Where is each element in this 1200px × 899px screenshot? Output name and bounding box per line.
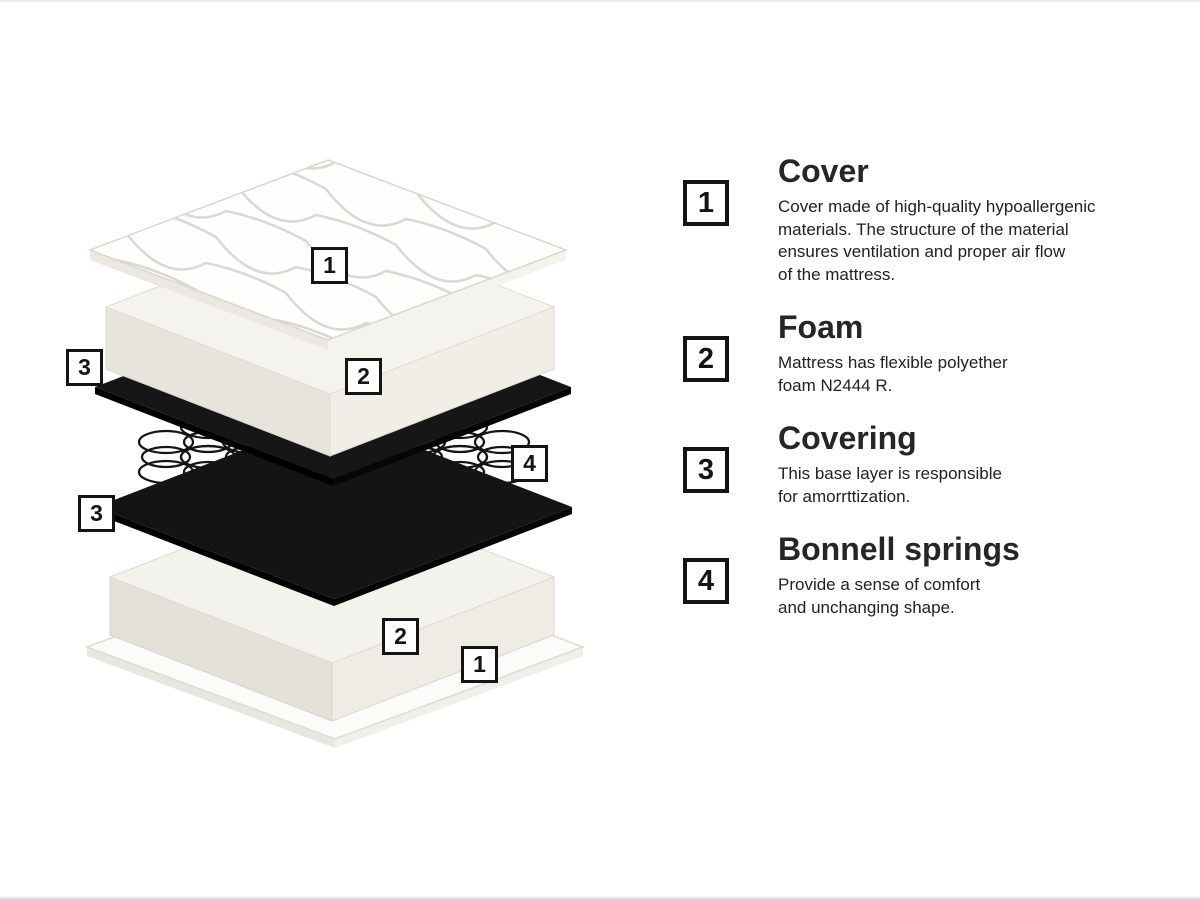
legend: 1 Cover Cover made of high-quality hypoa… (683, 152, 1183, 641)
mattress-illustration (84, 159, 586, 748)
layer-marker-cover-bottom: 1 (461, 646, 498, 683)
legend-title: Covering (778, 420, 917, 456)
legend-title: Foam (778, 309, 864, 345)
legend-description: Provide a sense of comfort and unchangin… (778, 575, 981, 617)
legend-number: 1 (697, 186, 715, 219)
legend-number: 3 (697, 453, 715, 486)
legend-item-bonnell-springs: 4 Bonnell springs Provide a sense of com… (683, 530, 1183, 619)
legend-number-box: 4 (683, 558, 729, 604)
legend-number-box: 3 (683, 447, 729, 493)
legend-text: Bonnell springs Provide a sense of comfo… (778, 530, 1183, 619)
legend-title: Bonnell springs (778, 531, 1020, 567)
legend-number: 4 (697, 564, 715, 597)
marker-number: 1 (323, 252, 336, 278)
legend-description: Mattress has flexible polyether foam N24… (778, 353, 1008, 395)
marker-number: 2 (394, 623, 407, 649)
legend-description: This base layer is responsible for amorr… (778, 464, 1002, 506)
legend-item-cover: 1 Cover Cover made of high-quality hypoa… (683, 152, 1183, 286)
legend-number: 2 (697, 342, 715, 375)
layer-marker-covering-bottom: 3 (78, 495, 115, 532)
legend-item-foam: 2 Foam Mattress has flexible polyether f… (683, 308, 1183, 397)
layer-marker-covering-top: 3 (66, 349, 103, 386)
legend-text: Covering This base layer is responsible … (778, 419, 1183, 508)
legend-description: Cover made of high-quality hypoallergeni… (778, 197, 1096, 284)
layer-marker-cover: 1 (311, 247, 348, 284)
marker-number: 4 (523, 450, 536, 476)
legend-title: Cover (778, 153, 869, 189)
layer-marker-foam-top: 2 (345, 358, 382, 395)
layer-marker-springs: 4 (511, 445, 548, 482)
legend-number-box: 1 (683, 180, 729, 226)
marker-number: 3 (90, 500, 103, 526)
marker-number: 3 (78, 354, 91, 380)
marker-number: 1 (473, 651, 486, 677)
legend-text: Cover Cover made of high-quality hypoall… (778, 152, 1183, 286)
legend-number-box: 2 (683, 336, 729, 382)
legend-text: Foam Mattress has flexible polyether foa… (778, 308, 1183, 397)
layer-marker-foam-bottom: 2 (382, 618, 419, 655)
legend-item-covering: 3 Covering This base layer is responsibl… (683, 419, 1183, 508)
marker-number: 2 (357, 363, 370, 389)
